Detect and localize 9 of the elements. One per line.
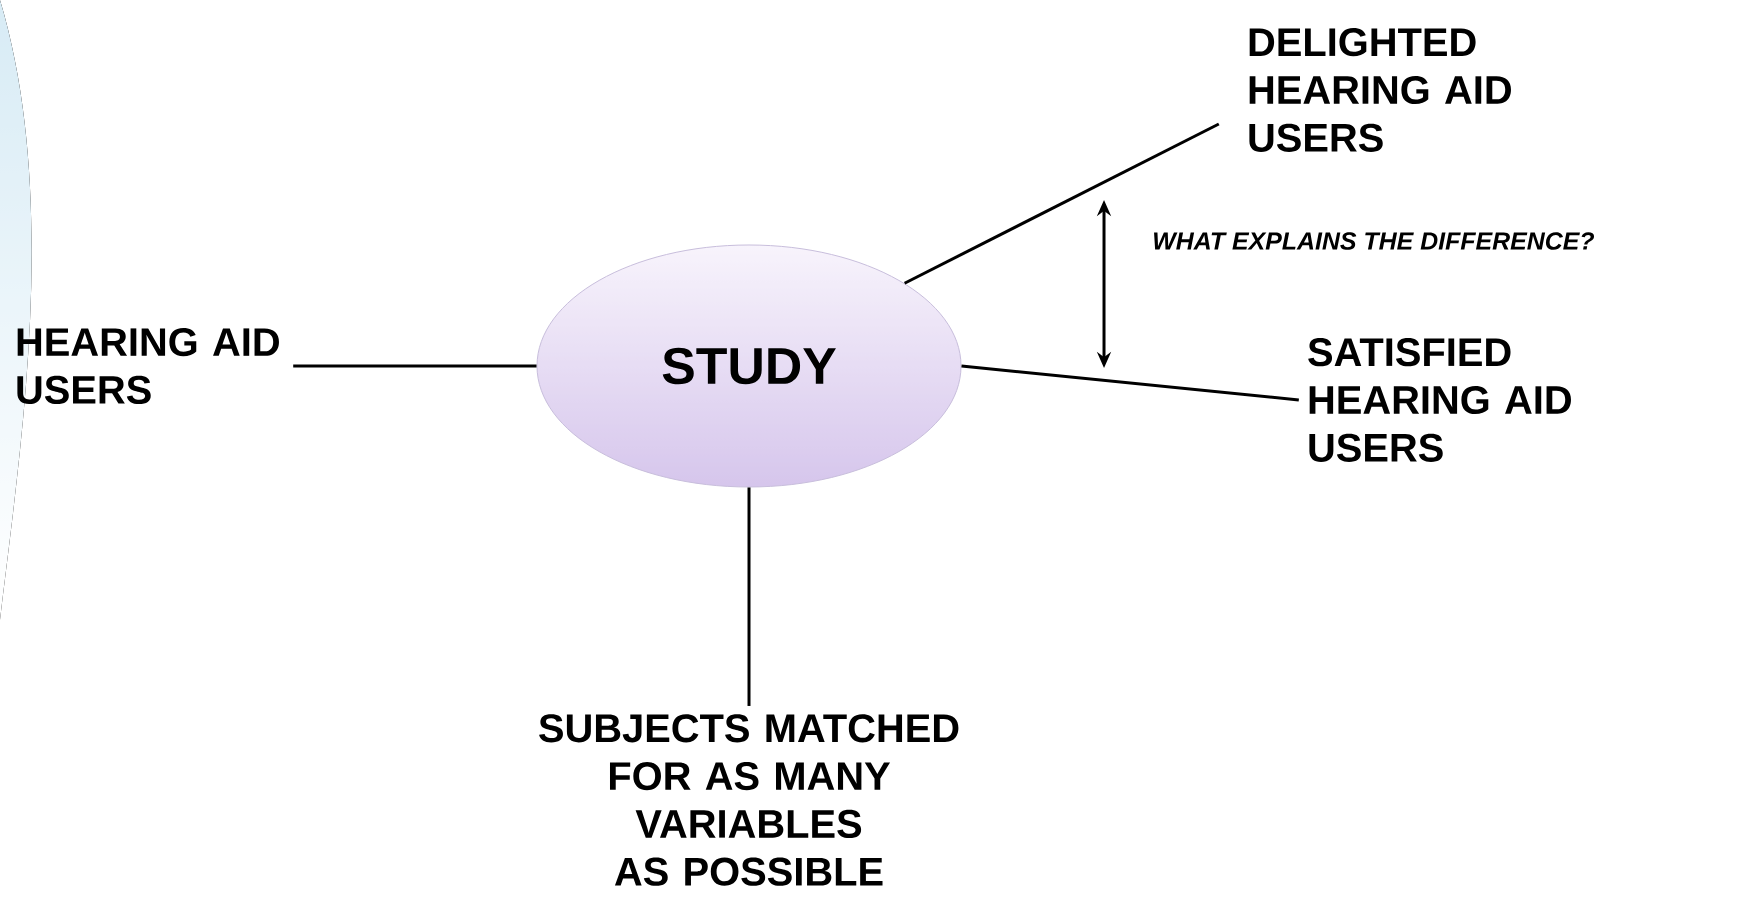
node-label: DELIGHTED HEARING AID USERS (1249, 28, 1511, 152)
question-text: WHAT EXPLAINS THE DIFFERENCE? (1154, 232, 1594, 250)
node-label: SUBJECTS MATCHED FOR AS MANY VARIABLES AS POSSIBLE (539, 714, 959, 886)
connector-line (961, 364, 1299, 402)
node-label: HEARING AID USERS (17, 327, 279, 404)
connector-line (293, 364, 537, 368)
node-label: SATISFIED HEARING AID USERS (1308, 338, 1571, 462)
connector-line (747, 487, 751, 706)
connector-line (903, 122, 1220, 285)
